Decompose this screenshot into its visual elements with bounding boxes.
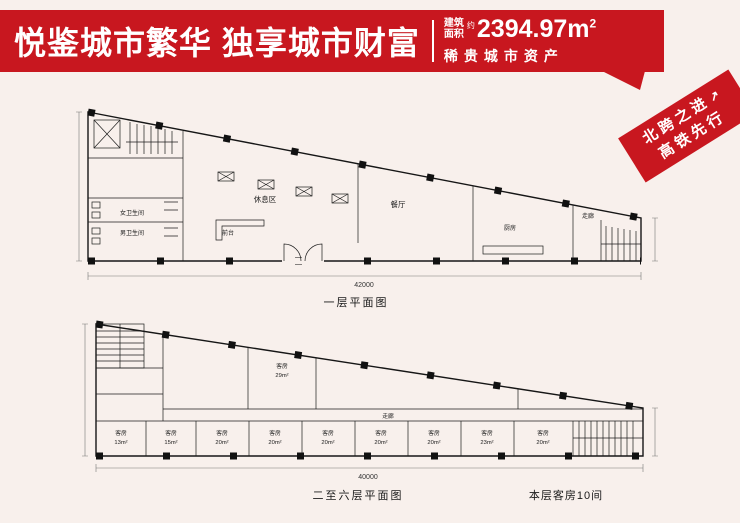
plan2-stairs-right [573, 421, 643, 456]
area-exponent: 2 [589, 16, 597, 31]
area-label: 建筑 面积 [444, 18, 464, 40]
plan1-caption: 一层平面图 [323, 297, 389, 309]
room-label-men-restroom: 男卫生间 [120, 229, 144, 237]
room-area: 20m² [427, 440, 440, 446]
room-name: 客房 [537, 429, 549, 437]
room-name: 客房 [216, 429, 228, 437]
floor-plan-2: 客房 29m² 走廊 客房 13m² 客房 15m² 客房 20m² 客房 20… [82, 320, 658, 481]
plan1-front-desk-shape [215, 219, 265, 241]
plan1-restroom-fixtures [91, 201, 178, 245]
area-row: 建筑 面积 约 2394.97m2 [444, 14, 597, 43]
plan2-dimension-lines [82, 323, 658, 472]
floor-plan-1: 休息区 餐厅 厨房 前台 女卫生间 男卫生间 走廊 42000 [76, 108, 658, 289]
room-name: 客房 [322, 429, 334, 437]
plan2-upper-partitions [247, 348, 519, 409]
plan2-dimension-bottom: 40000 [358, 474, 378, 481]
plan2-left-partitions [96, 335, 164, 421]
room-area: 13m² [114, 440, 127, 446]
room-name: 客房 [481, 429, 493, 437]
banner-pointer-triangle [602, 71, 645, 90]
room-label-rest-area: 休息区 [254, 194, 277, 204]
banner-area-block: 建筑 面积 约 2394.97m2 稀贵城市资产 [443, 14, 597, 66]
plan1-stairs-right [600, 220, 641, 261]
room-area: 20m² [374, 440, 387, 446]
room-area: 15m² [164, 440, 177, 446]
plan1-columns-top [87, 108, 642, 222]
area-approx: 约 [466, 20, 475, 30]
banner-subtitle: 稀贵城市资产 [443, 47, 564, 64]
plan1-tables [217, 171, 349, 204]
room-area: 20m² [215, 440, 228, 446]
area-number: 2394.97m [476, 14, 590, 43]
area-value: 2394.97m2 [476, 14, 597, 43]
plan1-elevator-stairs [93, 119, 178, 154]
plan2-corridor-lines [96, 408, 643, 422]
room-area: 23m² [480, 440, 493, 446]
header-banner: 悦鉴城市繁华 独享城市财富 建筑 面积 约 2394.97m2 稀贵城市资产 [0, 10, 664, 72]
upper-room-name: 客房 [276, 362, 288, 370]
plan1-dimension-bottom: 42000 [354, 282, 374, 289]
room-area: 20m² [536, 440, 549, 446]
room-name: 客房 [269, 429, 281, 437]
area-label-line1: 建筑 [443, 18, 464, 29]
room-name: 客房 [165, 429, 177, 437]
plan1-dimension-lines [76, 111, 658, 280]
plan1-outline [87, 111, 642, 262]
page-title: 悦鉴城市繁华 独享城市财富 [14, 25, 420, 61]
plan2-room-dividers [145, 421, 574, 456]
room-label-women-restroom: 女卫生间 [120, 209, 144, 217]
room-name: 客房 [115, 429, 127, 437]
room-label-corridor-1: 走廊 [582, 212, 594, 220]
room-name: 客房 [375, 429, 387, 437]
room-area: 20m² [321, 440, 334, 446]
room-label-kitchen: 厨房 [504, 224, 516, 232]
plan2-outline [95, 323, 644, 457]
room-label-front-desk: 前台 [222, 229, 234, 237]
banner-divider [431, 20, 434, 62]
room-label-dining-hall: 餐厅 [391, 200, 406, 209]
area-label-line2: 面积 [443, 29, 464, 40]
plan2-caption: 二至六层平面图 [312, 490, 404, 502]
plan1-kitchen-counter [482, 245, 544, 255]
plan1-entrance-door [282, 243, 324, 264]
upper-room-area: 29m² [275, 373, 288, 379]
room-name: 客房 [428, 429, 440, 437]
plan2-room-labels: 客房 13m² 客房 15m² 客房 20m² 客房 20m² 客房 20m² … [114, 429, 549, 446]
plan1-partitions [88, 131, 574, 261]
plan2-room-count-note: 本层客房10间 [528, 490, 604, 502]
room-area: 20m² [268, 440, 281, 446]
room-label-corridor-2: 走廊 [382, 412, 394, 420]
